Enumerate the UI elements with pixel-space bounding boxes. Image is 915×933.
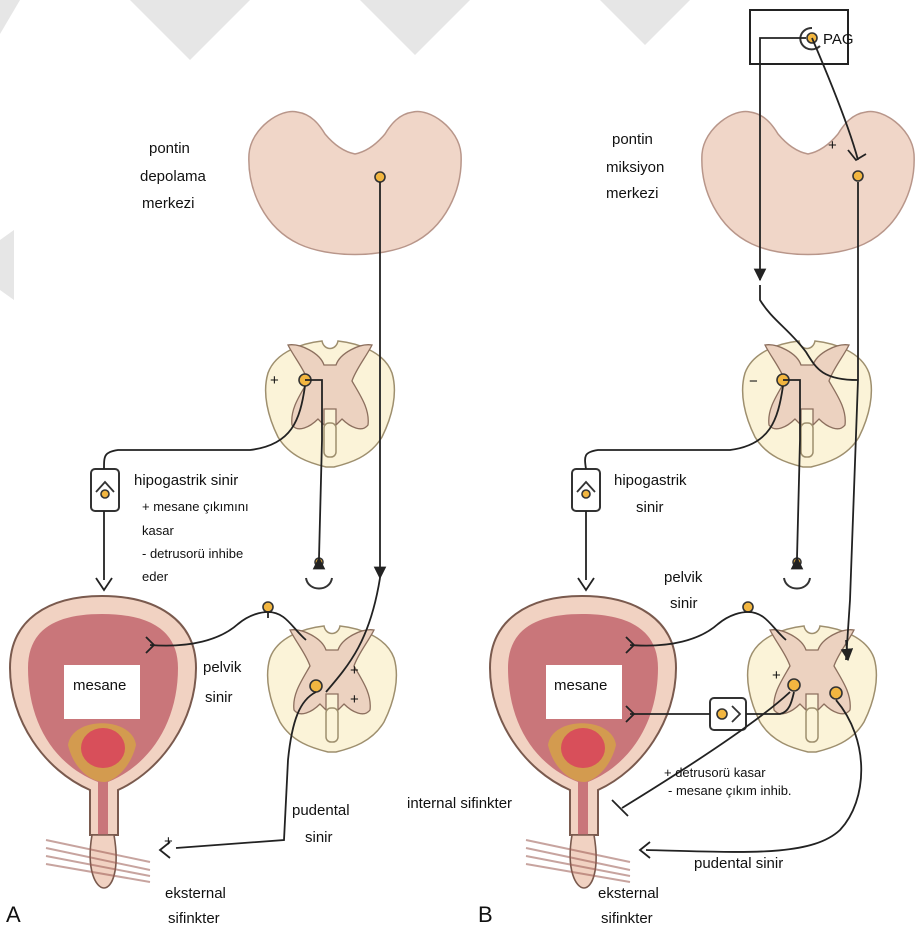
brain-label-line2: depolama [140, 168, 207, 185]
sensory-neuron [263, 602, 273, 612]
sign-cord-b: − [749, 373, 758, 390]
external-sphincter-2: sifinkter [168, 910, 220, 927]
hypogastric-note-1: + mesane çıkımını [142, 499, 249, 514]
note-b-1: + detrusorü kasar [664, 765, 766, 780]
internal-sphincter-label: internal sifinkter [407, 795, 512, 812]
hypogastric-label-b-1: hipogastrik [614, 472, 687, 489]
pelvic-ganglion-b [710, 698, 746, 730]
panel-letter-a: A [6, 902, 21, 927]
sign-sacral-2: + [350, 691, 359, 708]
pelvic-label-2: sinir [205, 689, 233, 706]
spinal-cord-upper-b [743, 341, 872, 467]
pontin-micturition-center [702, 111, 914, 254]
spinal-cord-upper [266, 341, 395, 467]
panel-a: pontin depolama merkezi hipogastrik sini… [6, 111, 461, 927]
synapse-cup-b [784, 578, 810, 589]
hypogastric-ganglion-b [572, 469, 600, 511]
sensory-neuron-b [743, 602, 753, 612]
bladder-label: mesane [73, 677, 126, 694]
sign-sacral-b: + [772, 667, 781, 684]
pelvic-label-1: pelvik [203, 659, 242, 676]
external-sphincter-1: eksternal [165, 885, 226, 902]
spinal-cord-sacral-b [748, 626, 877, 752]
pag-label: PAG [823, 31, 854, 48]
pontin-storage-center [249, 111, 461, 254]
sign-sphincter: + [164, 833, 173, 850]
hypogastric-note-4: eder [142, 569, 169, 584]
hypogastric-ganglion [91, 469, 119, 511]
brain-label-line1: pontin [149, 140, 190, 157]
note-b-2: - mesane çıkım inhib. [668, 783, 792, 798]
external-sphincter-b-1: eksternal [598, 885, 659, 902]
bladder-label-b: mesane [554, 677, 607, 694]
parasympathetic-neuron-b [788, 679, 800, 691]
spinal-cord-sacral [268, 626, 397, 752]
pelvic-label-b-1: pelvik [664, 569, 703, 586]
somatic-neuron-b [830, 687, 842, 699]
brain-label-b-line2: miksiyon [606, 159, 664, 176]
hypogastric-label-b-2: sinir [636, 499, 664, 516]
brain-label-b-line1: pontin [612, 131, 653, 148]
synapse-cup [306, 578, 332, 589]
sign-sacral-1: + [350, 662, 359, 679]
pontin-neuron-b [853, 171, 863, 181]
external-sphincter-b-2: sifinkter [601, 910, 653, 927]
brain-label-line3: merkezi [142, 195, 195, 212]
pudendal-label-b: pudental sinir [694, 855, 783, 872]
pudendal-label-1: pudental [292, 802, 350, 819]
panel-b: PAG [407, 10, 914, 927]
panel-letter-b: B [478, 902, 493, 927]
brain-label-b-line3: merkezi [606, 185, 659, 202]
pelvic-label-b-2: sinir [670, 595, 698, 612]
sign-cord-upper: + [270, 372, 279, 389]
hypogastric-note-2: kasar [142, 523, 174, 538]
pudendal-label-2: sinir [305, 829, 333, 846]
sign-pag-b: + [828, 137, 837, 154]
hypogastric-title: hipogastrik sinir [134, 472, 238, 489]
hypogastric-note-3: - detrusorü inhibe [142, 546, 243, 561]
parasympathetic-neuron [310, 680, 322, 692]
pontin-neuron [375, 172, 385, 182]
